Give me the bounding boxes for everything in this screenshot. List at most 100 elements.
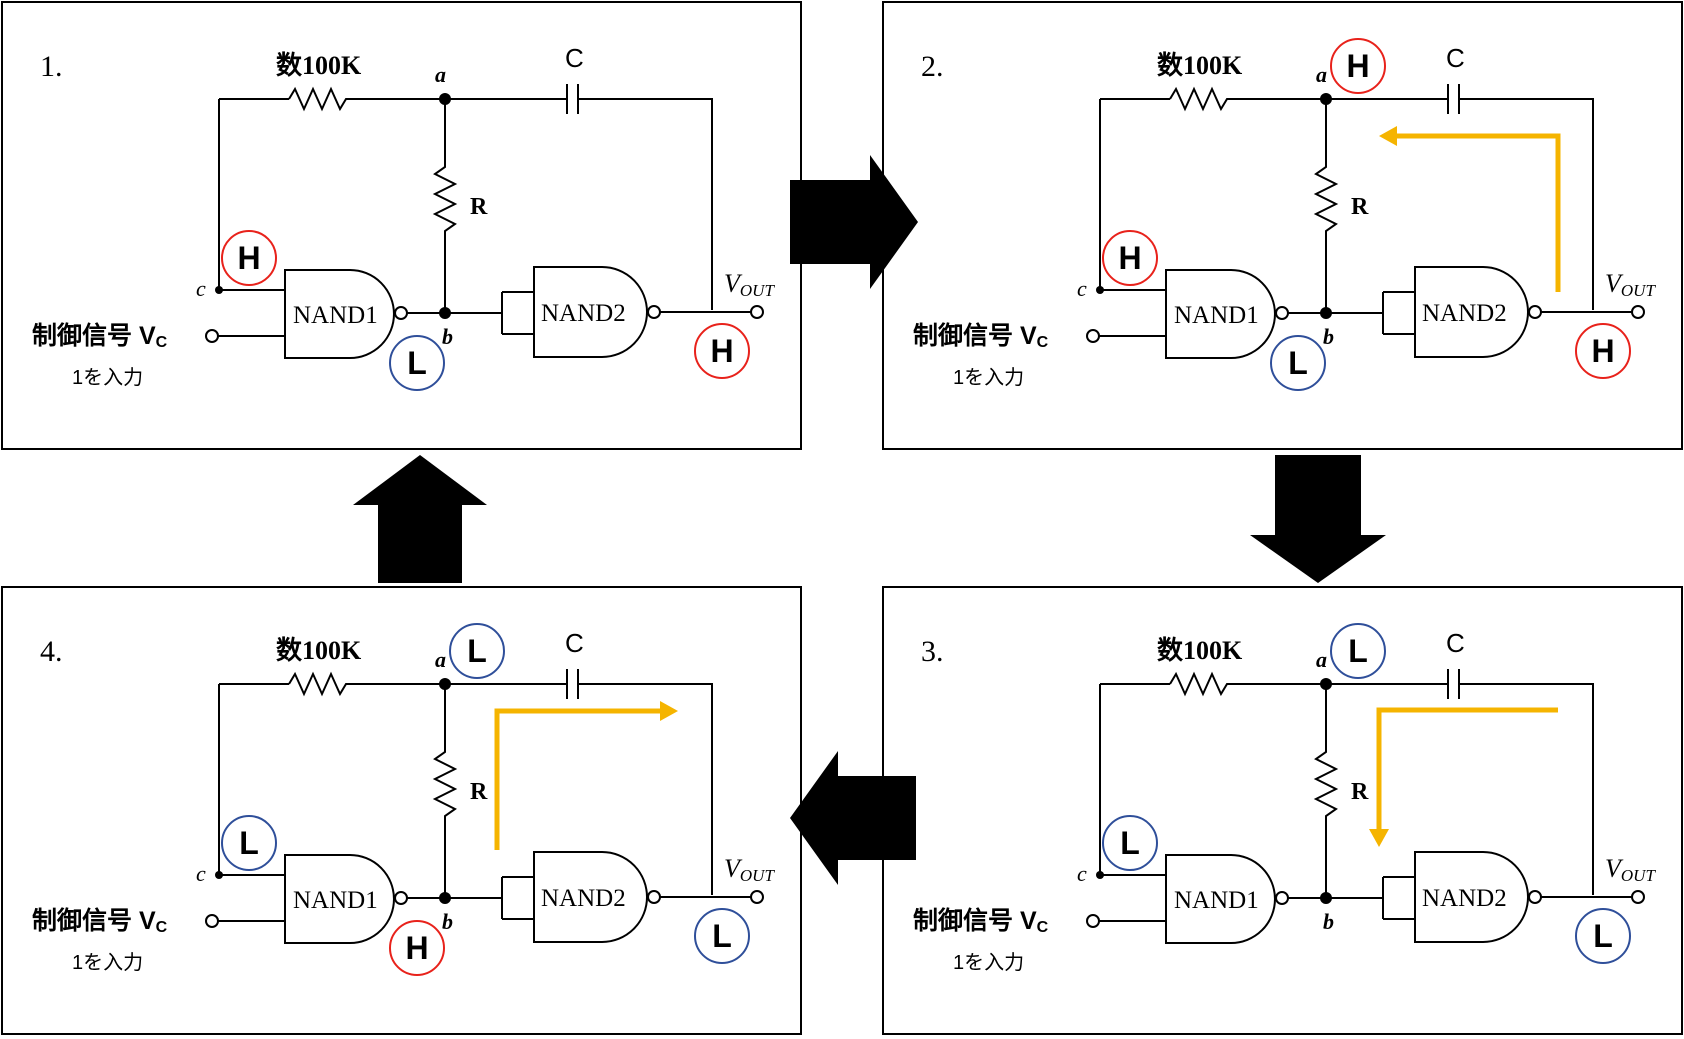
vout-terminal — [750, 890, 764, 904]
nand1-bubble — [394, 891, 408, 905]
state-badge-letter: L — [1120, 825, 1140, 861]
state-badge-letter: L — [1288, 345, 1308, 381]
state-badge-ring — [1102, 230, 1158, 286]
nand2-gate — [533, 266, 648, 358]
nand2-label: NAND2 — [541, 885, 626, 912]
control-signal-subscript: C — [156, 334, 168, 351]
state-badge-letter: L — [712, 918, 732, 954]
nand1-gate — [284, 269, 395, 359]
state-badge-a: L — [1330, 623, 1386, 679]
state-badge-ring — [694, 323, 750, 379]
control-signal-subscript: C — [1037, 334, 1049, 351]
node-c-label: c — [196, 276, 206, 301]
nand2-gate — [1414, 266, 1529, 358]
state-badge-vout: H — [694, 323, 750, 379]
state-badge-letter: H — [405, 930, 428, 966]
resistor-r — [1313, 99, 1339, 310]
nand1-label: NAND1 — [293, 887, 378, 914]
current-flow-arrow — [1376, 707, 1558, 832]
node-c-dot — [215, 871, 223, 879]
resistor-100k — [1169, 86, 1326, 112]
vout-terminal — [750, 305, 764, 319]
resistor-value-label: 数100K — [1157, 636, 1243, 665]
vout-label-main: V — [1605, 269, 1624, 298]
resistor-r-label: R — [1351, 194, 1369, 220]
state-badge-b: L — [1270, 335, 1326, 391]
node-c-dot — [1096, 871, 1104, 879]
node-b-dot — [439, 892, 451, 904]
state-badge-b: L — [389, 335, 445, 391]
vout-label-main: V — [1605, 854, 1624, 883]
nand2-input-tie — [501, 291, 534, 335]
step-number: 2. — [921, 50, 944, 83]
control-signal-text: 制御信号 V — [32, 906, 156, 935]
nand2-input-tie — [501, 876, 534, 920]
nand2-gate — [533, 851, 648, 943]
transition-arrow-down — [1250, 455, 1386, 583]
state-badge-letter: H — [1591, 333, 1614, 369]
node-a-label: a — [1316, 62, 1327, 87]
current-flow-arrowhead — [1379, 126, 1397, 146]
capacitor-label: C — [565, 43, 584, 73]
state-badge-ring — [1575, 908, 1631, 964]
state-badge-letter: L — [239, 825, 259, 861]
state-badge-ring — [1575, 323, 1631, 379]
state-badge-c: H — [221, 230, 277, 286]
vout-terminal — [1631, 890, 1645, 904]
state-badge-ring — [1102, 815, 1158, 871]
step-number: 4. — [40, 635, 63, 668]
node-b-label: b — [442, 324, 453, 349]
state-badge-a: H — [1330, 38, 1386, 94]
state-badge-c: H — [1102, 230, 1158, 286]
step-number: 1. — [40, 50, 63, 83]
control-signal-label: 制御信号 VC — [913, 906, 1049, 936]
state-badge-ring — [1330, 623, 1386, 679]
node-a-label: a — [435, 62, 446, 87]
resistor-r-label: R — [470, 779, 488, 805]
resistor-100k — [288, 671, 445, 697]
input-note-label: 1を入力 — [72, 951, 143, 974]
control-signal-label: 制御信号 VC — [32, 321, 168, 351]
node-b-dot — [1320, 307, 1332, 319]
nand1-label: NAND1 — [1174, 887, 1259, 914]
resistor-100k — [288, 86, 445, 112]
vout-label-main: V — [724, 269, 743, 298]
node-b-dot — [1320, 892, 1332, 904]
resistor-r — [1313, 684, 1339, 895]
cap-wire-right — [1459, 683, 1594, 895]
state-badge-letter: L — [467, 633, 487, 669]
control-input-terminal — [1086, 914, 1100, 928]
vout-label: VOUT — [724, 854, 775, 885]
nand1-bubble — [1275, 306, 1289, 320]
node-c-label: c — [196, 861, 206, 886]
vout-label-subscript: OUT — [1621, 866, 1657, 885]
current-flow-arrowhead — [660, 701, 678, 721]
panel-frame — [882, 586, 1683, 1035]
capacitor-label: C — [1446, 628, 1465, 658]
control-input-terminal — [205, 329, 219, 343]
nand2-label: NAND2 — [1422, 300, 1507, 327]
state-badge-letter: L — [1593, 918, 1613, 954]
state-badge-letter: H — [237, 240, 260, 276]
cap-wire-right — [1459, 98, 1594, 310]
transition-arrow-up — [353, 455, 487, 583]
cap-wire-right — [578, 98, 713, 310]
nand2-gate — [1414, 851, 1529, 943]
input-note-label: 1を入力 — [953, 366, 1024, 389]
node-c-dot — [215, 286, 223, 294]
resistor-value-label: 数100K — [276, 636, 362, 665]
state-badge-ring — [389, 920, 445, 976]
nand2-input-tie — [1382, 876, 1415, 920]
nand2-label: NAND2 — [1422, 885, 1507, 912]
state-badge-ring — [1330, 38, 1386, 94]
current-flow-arrowhead — [1369, 829, 1389, 847]
control-signal-text: 制御信号 V — [913, 321, 1037, 350]
nand1-label: NAND1 — [1174, 302, 1259, 329]
node-a-label: a — [1316, 647, 1327, 672]
nand2-input-tie — [1382, 291, 1415, 335]
